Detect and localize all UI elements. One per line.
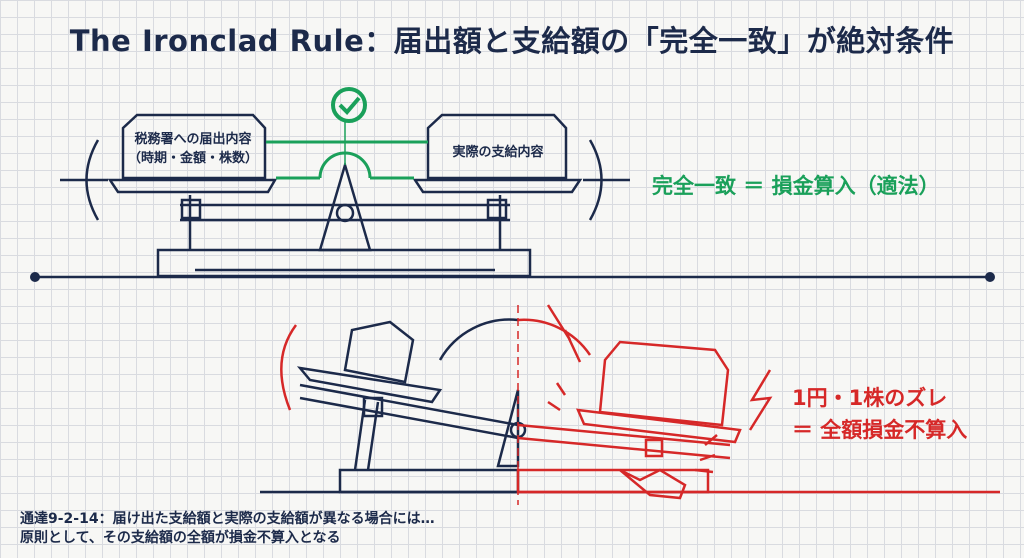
page-title: The Ironclad Rule：届出額と支給額の「完全一致」が絶対条件 xyxy=(69,24,955,58)
balanced-scale xyxy=(60,113,630,278)
left-box-label: 税務署への届出内容 （時期・金額・株数） xyxy=(118,130,268,168)
left-box-line2: （時期・金額・株数） xyxy=(127,151,258,166)
mismatch-result: 1円・1株のズレ ＝ 全額損金不算入 xyxy=(792,382,967,446)
right-box-label: 実際の支給内容 xyxy=(452,145,544,160)
regulation-note: 通達9-2-14：届け出た支給額と実際の支給額が異なる場合には… 原則として、そ… xyxy=(20,510,435,548)
tilted-scale-left xyxy=(260,318,527,494)
mismatch-line1: 1円・1株のズレ xyxy=(792,386,948,410)
check-circle-icon xyxy=(331,87,367,123)
mismatch-line2: ＝ 全額損金不算入 xyxy=(792,418,968,442)
note-line2: 原則として、その支給額の全額が損金不算入となる xyxy=(20,530,341,546)
tilted-scale-right xyxy=(516,304,1000,505)
left-box-line1: 税務署への届出内容 xyxy=(134,132,252,147)
scale-base xyxy=(156,248,532,278)
left-pan xyxy=(107,178,278,194)
crack-icon xyxy=(546,304,582,363)
divider-line xyxy=(30,272,995,282)
scale-pivot xyxy=(318,160,372,252)
match-result: 完全一致 ＝ 損金算入（適法） xyxy=(652,174,940,198)
note-line1: 通達9-2-14：届け出た支給額と実際の支給額が異なる場合には… xyxy=(20,511,435,527)
lightning-icon xyxy=(748,369,773,431)
right-pan xyxy=(412,178,583,194)
match-lines xyxy=(266,120,428,180)
right-box xyxy=(426,113,568,180)
left-box xyxy=(121,113,267,180)
